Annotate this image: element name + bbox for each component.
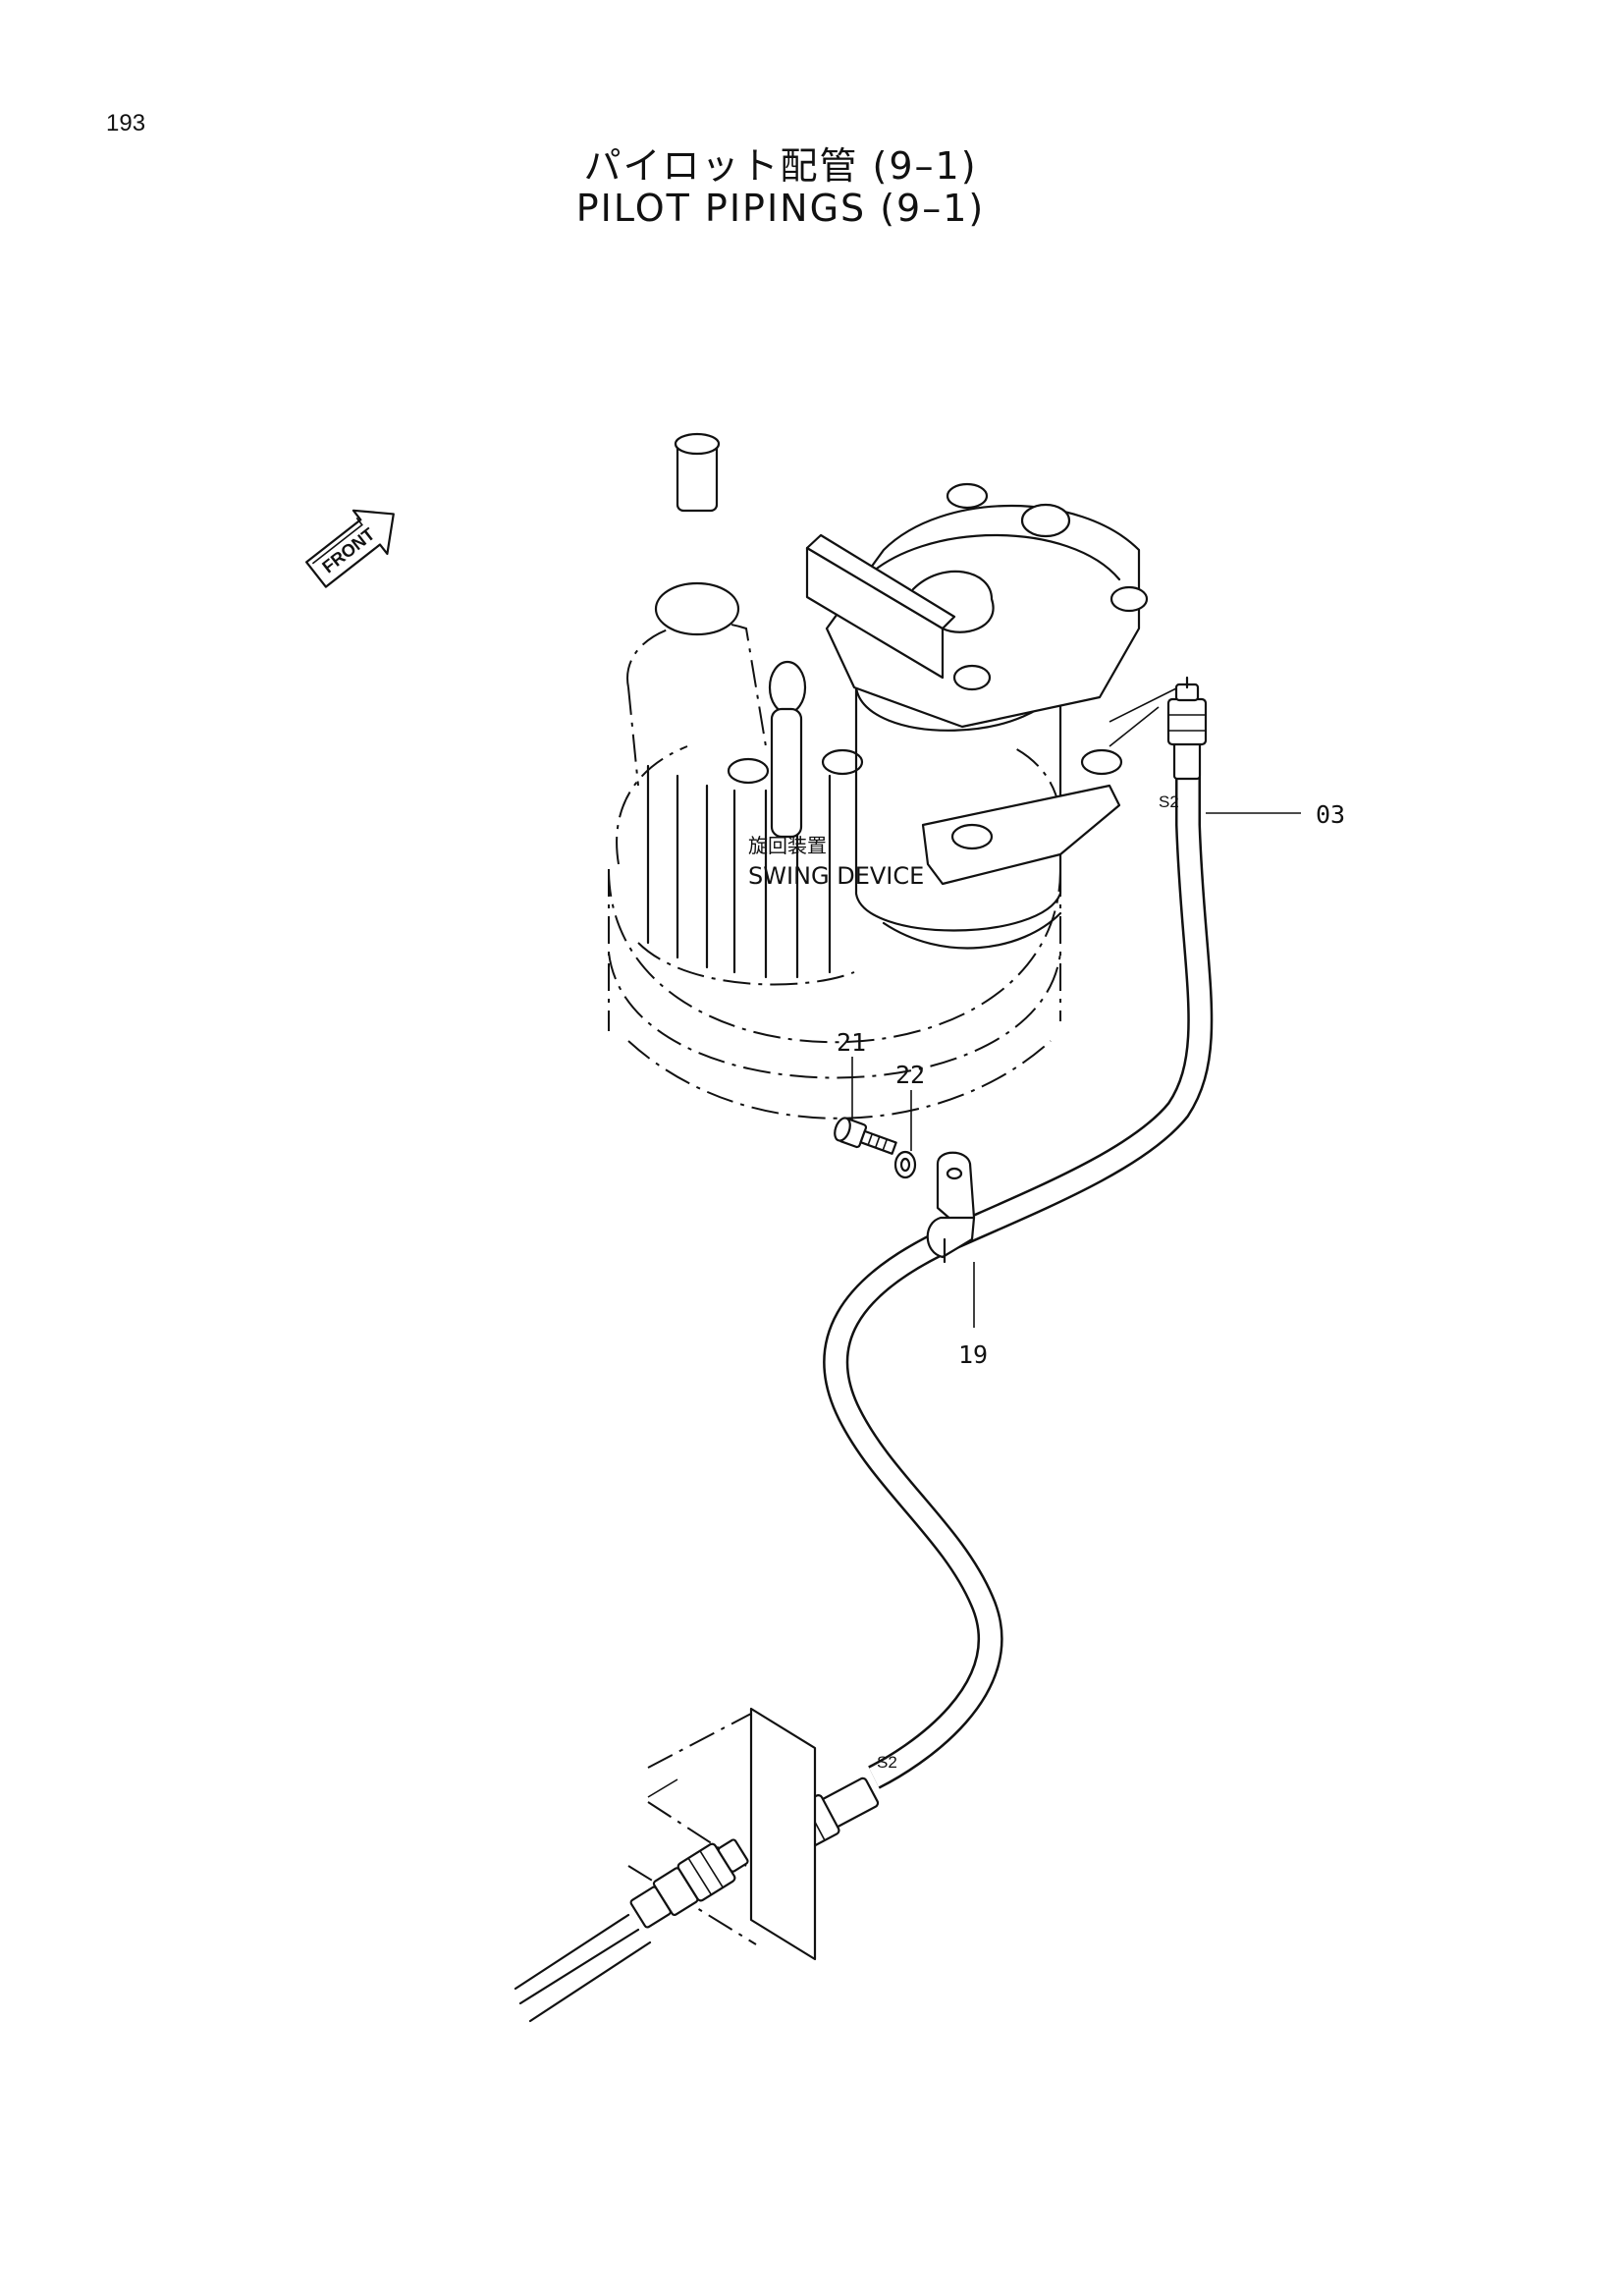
hose-mark-upper: S2 (1159, 793, 1179, 811)
hose-fitting-upper (1166, 676, 1208, 781)
callout-19: 19 (958, 1340, 988, 1369)
swing-device-drawing (608, 432, 1179, 1120)
callout-03: 03 (1316, 800, 1345, 829)
clamp-part (926, 1151, 976, 1264)
callout-22: 22 (895, 1061, 925, 1089)
page-number: 193 (106, 110, 146, 137)
lower-pipe (514, 1913, 652, 2023)
device-label-english: SWING DEVICE (748, 862, 924, 890)
pilot-hose (823, 776, 1214, 1789)
bolt-part (834, 1117, 897, 1155)
washer-part (893, 1150, 917, 1179)
lower-connector (629, 1838, 749, 1929)
front-arrow-icon: FRONT (305, 509, 395, 588)
bulkhead-plate (627, 1707, 817, 1961)
title-japanese: パイロット配管 (9–1) (583, 144, 978, 188)
device-label-japanese: 旋回装置 (748, 834, 827, 857)
callout-21: 21 (837, 1028, 866, 1057)
leader-lines (851, 812, 1301, 1328)
title-english: PILOT PIPINGS (9–1) (575, 187, 986, 230)
hose-mark-lower: S2 (877, 1753, 897, 1772)
